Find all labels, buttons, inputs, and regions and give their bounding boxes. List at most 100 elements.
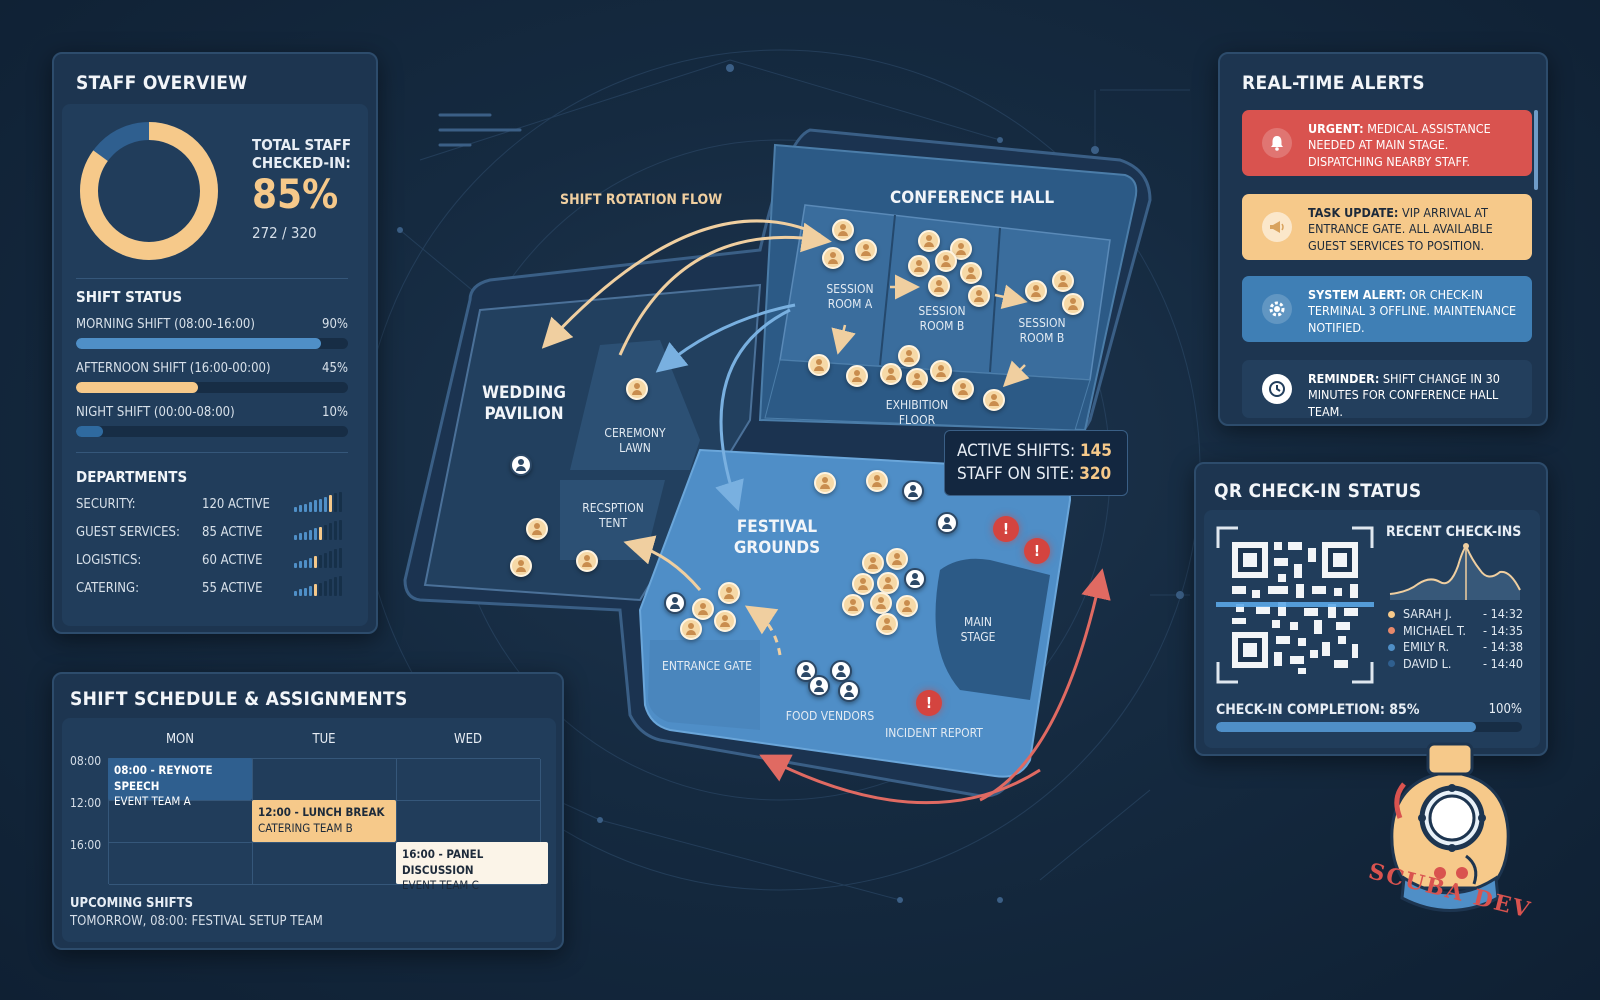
staff-marker[interactable]	[838, 680, 860, 702]
staff-marker[interactable]	[830, 660, 852, 682]
staff-marker[interactable]	[908, 255, 930, 277]
staff-marker[interactable]	[866, 470, 888, 492]
shift-rotation-arrow	[541, 219, 821, 349]
qr-code[interactable]	[1216, 526, 1374, 684]
activity-bar	[294, 591, 297, 596]
staff-marker[interactable]	[832, 219, 854, 241]
staff-marker[interactable]	[876, 613, 898, 635]
session-room-label: SESSION ROOM B	[918, 304, 966, 333]
alert-kind: URGENT:	[1308, 121, 1364, 136]
schedule-event[interactable]: 12:00 - LUNCH BREAK CATERING TEAM B	[252, 800, 396, 842]
alert-card[interactable]: SYSTEM ALERT: OR CHECK-IN TERMINAL 3 OFF…	[1242, 276, 1532, 342]
alert-card[interactable]: TASK UPDATE: VIP ARRIVAL AT ENTRANCE GAT…	[1242, 194, 1532, 260]
checkin-dot	[1388, 660, 1395, 668]
staff-marker[interactable]	[904, 568, 926, 590]
staff-marker[interactable]	[692, 598, 714, 620]
activity-bar	[299, 589, 302, 596]
staff-marker[interactable]	[680, 618, 702, 640]
staff-marker[interactable]	[576, 550, 598, 572]
active-shifts-label: ACTIVE SHIFTS:	[957, 441, 1076, 461]
staff-marker[interactable]	[877, 572, 899, 594]
staff-marker[interactable]	[862, 552, 884, 574]
staff-marker[interactable]	[510, 454, 532, 476]
activity-bar	[294, 563, 297, 568]
wedding-pavilion-label: WEDDING PAVILION	[482, 383, 566, 425]
staff-marker[interactable]	[930, 360, 952, 382]
department-value: 60 ACTIVE	[202, 553, 263, 568]
divider	[76, 452, 348, 453]
department-value: 120 ACTIVE	[202, 497, 270, 512]
staff-marker[interactable]	[886, 548, 908, 570]
staff-marker[interactable]	[936, 512, 958, 534]
schedule-event[interactable]: 08:00 - REYNOTE SPEECH EVENT TEAM A	[108, 758, 252, 808]
incident-marker[interactable]: !	[916, 690, 942, 716]
activity-bar	[329, 523, 332, 540]
staff-marker[interactable]	[960, 262, 982, 284]
staff-marker[interactable]	[852, 573, 874, 595]
staff-marker[interactable]	[906, 368, 928, 390]
staff-marker[interactable]	[918, 230, 940, 252]
staff-marker[interactable]	[935, 250, 957, 272]
staff-marker[interactable]	[896, 595, 918, 617]
checkin-donut-chart	[80, 122, 218, 260]
staff-on-site-row: STAFF ON SITE: 320	[957, 463, 1115, 486]
alert-card[interactable]: URGENT: MEDICAL ASSISTANCE NEEDED AT MAI…	[1242, 110, 1532, 176]
staff-marker[interactable]	[510, 555, 532, 577]
staff-marker[interactable]	[1052, 270, 1074, 292]
checkin-row: SARAH J.- 14:32	[1388, 606, 1532, 623]
bell-icon	[1262, 128, 1292, 158]
activity-bar	[329, 495, 332, 512]
staff-marker[interactable]	[526, 518, 548, 540]
staff-marker[interactable]	[968, 285, 990, 307]
staff-marker[interactable]	[808, 354, 830, 376]
staff-marker[interactable]	[1062, 293, 1084, 315]
divider	[76, 278, 348, 279]
activity-bar	[299, 561, 302, 568]
staff-marker[interactable]	[822, 247, 844, 269]
staff-marker[interactable]	[664, 592, 686, 614]
checkin-name: MICHAEL T.	[1403, 622, 1466, 638]
staff-marker[interactable]	[808, 675, 830, 697]
staff-marker[interactable]	[902, 480, 924, 502]
staff-marker[interactable]	[880, 363, 902, 385]
staff-marker[interactable]	[928, 275, 950, 297]
main-stage-label: MAIN STAGE	[960, 615, 996, 644]
activity-bar	[334, 521, 337, 540]
alerts-scrollbar[interactable]	[1534, 110, 1538, 190]
schedule-event[interactable]: 16:00 - PANEL DISCUSSION EVENT TEAM C	[396, 842, 548, 892]
megaphone-icon	[1262, 212, 1292, 242]
staff-marker[interactable]	[626, 378, 648, 400]
shift-progress-bar	[76, 382, 348, 393]
incident-marker[interactable]: !	[993, 516, 1019, 542]
activity-bar	[309, 557, 312, 568]
time-label: 12:00	[70, 796, 102, 810]
staff-marker[interactable]	[952, 378, 974, 400]
department-value: 85 ACTIVE	[202, 525, 263, 540]
shift-value: 90%	[322, 317, 348, 332]
staff-marker[interactable]	[842, 594, 864, 616]
checkin-name: DAVID L.	[1403, 655, 1452, 671]
staff-marker[interactable]	[983, 389, 1005, 411]
staff-marker[interactable]	[855, 239, 877, 261]
upcoming-shifts-title: UPCOMING SHIFTS	[70, 896, 193, 911]
staff-marker[interactable]	[714, 610, 736, 632]
shift-value: 45%	[322, 361, 348, 376]
alert-card[interactable]: REMINDER: SHIFT CHANGE IN 30 MINUTES FOR…	[1242, 360, 1532, 418]
active-shifts-row: ACTIVE SHIFTS: 145	[957, 440, 1115, 463]
incident-report-label: INCIDENT REPORT	[885, 726, 983, 740]
staff-marker[interactable]	[870, 592, 892, 614]
incident-marker[interactable]: !	[1024, 538, 1050, 564]
gear-icon	[1262, 294, 1292, 324]
checkin-completion-label: CHECK-IN COMPLETION: 85%	[1216, 702, 1420, 718]
staff-overview-panel: STAFF OVERVIEW TOTAL STAFF CHECKED-IN: 8…	[52, 52, 378, 634]
room-flow-arrow	[1002, 360, 1030, 388]
session-room-label: SESSION ROOM A	[826, 282, 874, 311]
activity-bar	[324, 524, 327, 540]
staff-marker[interactable]	[846, 365, 868, 387]
checkin-time: - 14:38	[1483, 639, 1524, 654]
staff-marker[interactable]	[898, 345, 920, 367]
staff-marker[interactable]	[1025, 280, 1047, 302]
staff-marker[interactable]	[814, 472, 836, 494]
staff-marker[interactable]	[718, 582, 740, 604]
